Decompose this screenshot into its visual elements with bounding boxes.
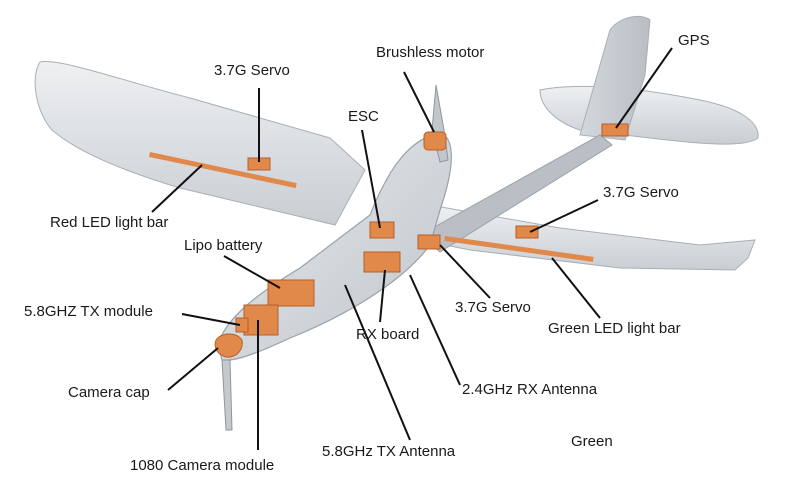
battery-block — [267, 279, 315, 307]
label-camera-cap: Camera cap — [68, 384, 150, 401]
nose-cap — [214, 333, 243, 358]
label-tx-antenna: 5.8GHz TX Antenna — [322, 443, 456, 460]
gps-block — [601, 123, 629, 137]
motor-block — [423, 131, 447, 151]
left-wing — [34, 61, 366, 226]
label-lipo-battery: Lipo battery — [184, 237, 263, 254]
label-servo-right: 3.7G Servo — [603, 184, 679, 201]
label-gps: GPS — [678, 32, 710, 49]
horizontal-stabilizer — [539, 85, 759, 145]
label-brushless-motor: Brushless motor — [376, 44, 485, 61]
belly-antenna — [221, 359, 233, 431]
label-green-stray: Green — [571, 433, 613, 450]
leader-lines — [151, 47, 673, 450]
vertical-fin — [579, 15, 651, 141]
label-servo-center: 3.7G Servo — [455, 299, 531, 316]
label-red-led: Red LED light bar — [50, 214, 169, 231]
label-green-led: Green LED light bar — [548, 320, 681, 337]
esc-block — [369, 221, 395, 239]
rx-board-block — [363, 251, 401, 273]
label-tx-module: 5.8GHZ TX module — [24, 303, 153, 320]
servo-center-block — [417, 234, 441, 250]
red-led-bar — [148, 152, 297, 189]
label-camera-module: 1080 Camera module — [130, 457, 275, 474]
label-esc: ESC — [348, 108, 379, 125]
label-rx-antenna: 2.4GHz RX Antenna — [462, 381, 598, 398]
camera-module-block — [243, 304, 279, 336]
servo-right-block — [515, 225, 539, 239]
label-rx-board: RX board — [356, 326, 420, 343]
label-servo-left: 3.7G Servo — [214, 62, 290, 79]
green-led-bar — [444, 236, 594, 262]
